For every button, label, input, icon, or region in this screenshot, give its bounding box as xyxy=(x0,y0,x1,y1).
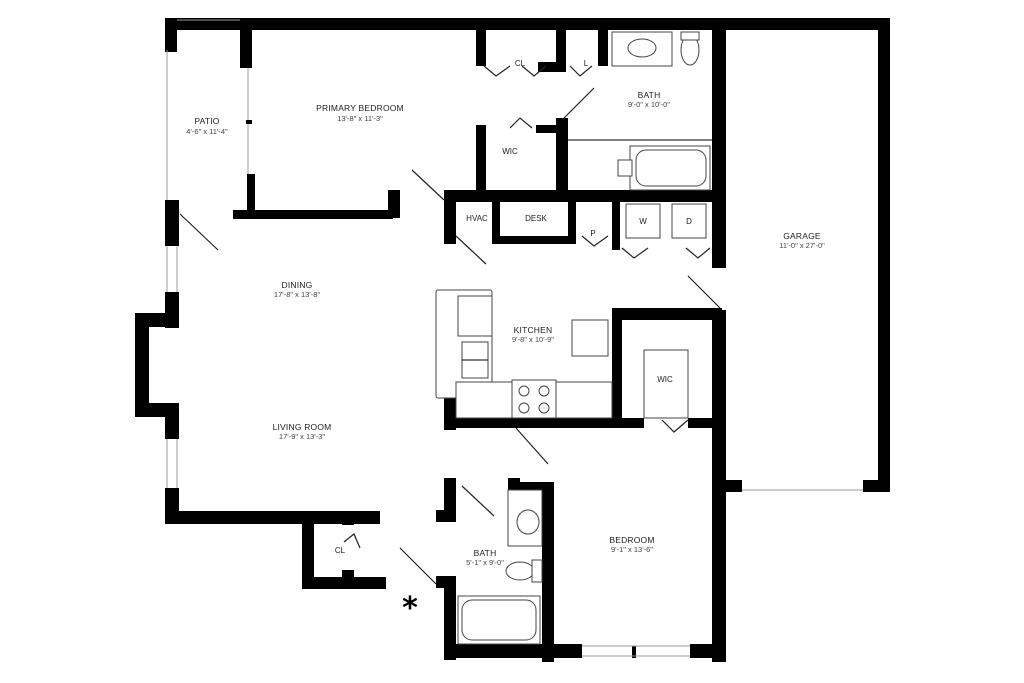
room-dims-primary-bedroom: 13'-8" x 11'-3" xyxy=(337,114,383,123)
cabinet-icon xyxy=(571,319,609,357)
toilet-icon xyxy=(505,561,535,581)
room-dims-bath-2: 5'-1" x 9'-0" xyxy=(466,558,504,567)
room-name-bath-2: BATH xyxy=(474,548,497,558)
entry-marker: * xyxy=(402,591,418,626)
label-closet-primary: CL xyxy=(515,59,526,68)
room-dims-bedroom: 9'-1" x 13'-6" xyxy=(611,545,653,554)
room-name-dining: DINING xyxy=(282,280,313,290)
windows xyxy=(166,19,863,657)
room-dims-kitchen: 9'-8" x 10'-9" xyxy=(512,335,554,344)
label-wic-primary: WIC xyxy=(502,147,518,156)
label-closet-entry: CL xyxy=(335,546,346,555)
label-linen: L xyxy=(584,59,589,68)
label-hvac: HVAC xyxy=(466,214,488,223)
label-washer: W xyxy=(639,217,647,226)
room-name-patio: PATIO xyxy=(194,116,219,126)
small-labels: WIC WIC HVAC DESK P W D CL L CL xyxy=(335,59,692,555)
room-name-bedroom: BEDROOM xyxy=(609,535,654,545)
room-dims-bath-1: 9'-0" x 10'-0" xyxy=(628,100,670,109)
walls xyxy=(135,18,890,662)
stove-icon xyxy=(511,379,557,419)
room-dims-living-room: 17'-9" x 13'-3" xyxy=(279,432,325,441)
doors xyxy=(179,65,721,585)
room-name-kitchen: KITCHEN xyxy=(514,325,553,335)
room-name-bath-1: BATH xyxy=(638,90,661,100)
label-wic-bedroom: WIC xyxy=(657,375,673,384)
label-desk: DESK xyxy=(525,214,547,223)
room-labels: PATIO 4'-6" x 11'-4" PRIMARY BEDROOM 13'… xyxy=(186,90,825,567)
dryer-icon xyxy=(671,203,707,239)
room-name-primary-bedroom: PRIMARY BEDROOM xyxy=(316,103,404,113)
washer-icon xyxy=(625,203,661,239)
fixtures xyxy=(435,31,712,645)
label-pantry: P xyxy=(590,229,595,238)
room-dims-patio: 4'-6" x 11'-4" xyxy=(186,127,228,136)
refrigerator-icon xyxy=(457,295,493,337)
room-dims-garage: 11'-0" x 27'-0" xyxy=(779,241,825,250)
room-dims-dining: 17'-8" x 13'-8" xyxy=(274,290,320,299)
room-name-garage: GARAGE xyxy=(783,231,821,241)
label-dryer: D xyxy=(686,217,692,226)
room-name-living-room: LIVING ROOM xyxy=(273,422,332,432)
